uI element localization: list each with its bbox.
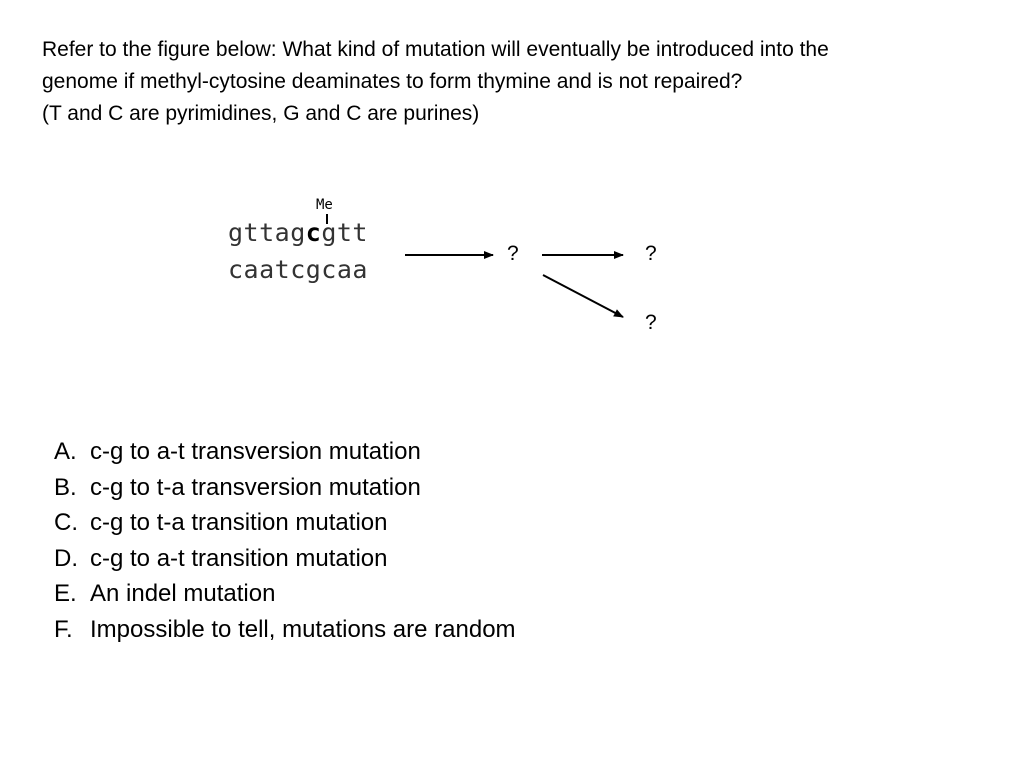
top-strand-after: gtt: [321, 218, 368, 247]
question-text: Refer to the figure below: What kind of …: [42, 34, 1002, 130]
intermediate-unknown: ?: [507, 242, 519, 265]
arrow-to-product-2: [542, 274, 624, 318]
methyl-cytosine: c: [305, 218, 322, 247]
answer-text: c-g to t-a transversion mutation: [90, 473, 421, 501]
question-line-2: genome if methyl-cytosine deaminates to …: [42, 70, 743, 93]
answer-text: c-g to a-t transversion mutation: [90, 438, 421, 465]
answer-option-a[interactable]: A. c-g to a-t transversion mutation: [54, 434, 516, 470]
answer-letter: B.: [54, 473, 77, 501]
question-line-1: Refer to the figure below: What kind of …: [42, 38, 829, 61]
question-line-3: (T and C are pyrimidines, G and C are pu…: [42, 102, 480, 125]
methyl-label: Me: [316, 197, 333, 213]
answer-text: c-g to t-a transition mutation: [90, 509, 388, 537]
answer-letter: A.: [54, 438, 77, 465]
answer-option-c[interactable]: C. c-g to t-a transition mutation: [54, 505, 516, 541]
answer-option-d[interactable]: D. c-g to a-t transition mutation: [54, 541, 516, 577]
answer-list: A. c-g to a-t transversion mutation B. c-g…: [54, 434, 516, 648]
answer-option-f[interactable]: F. Impossible to tell, mutations are rand…: [54, 612, 516, 648]
methyl-bond: [326, 214, 328, 224]
product-2-unknown: ?: [645, 311, 657, 334]
answer-text: c-g to a-t transition mutation: [90, 544, 388, 572]
answer-text: Impossible to tell, mutations are random: [90, 615, 516, 643]
answer-letter: C.: [54, 509, 78, 537]
answer-text: An indel mutation: [90, 580, 276, 608]
product-1-unknown: ?: [645, 242, 657, 265]
answer-option-e[interactable]: E. An indel mutation: [54, 576, 516, 612]
answer-option-b[interactable]: B. c-g to t-a transversion mutation: [54, 470, 516, 506]
top-strand: gttagcgtt: [228, 220, 368, 246]
top-strand-before: gttag: [228, 218, 306, 247]
answer-letter: E.: [54, 580, 77, 608]
bottom-strand: caatcgcaa: [228, 255, 368, 284]
answer-letter: D.: [54, 544, 78, 572]
answer-letter: F.: [54, 615, 73, 643]
